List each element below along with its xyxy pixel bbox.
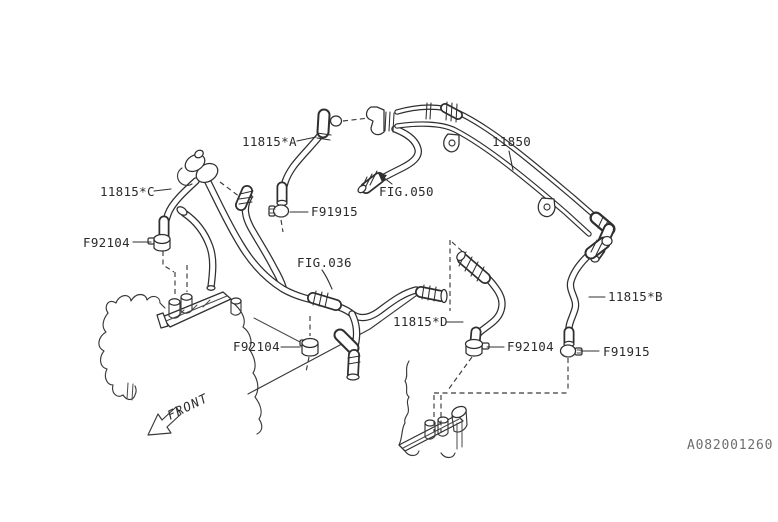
- clamps: [147, 204, 583, 358]
- callout-labels: 11815*A 11850 11815*C F92104 F91915 FIG.…: [83, 134, 773, 453]
- clamp-f91915-2: [559, 344, 583, 358]
- hose-fig050-loop: [377, 129, 418, 181]
- callout-f92104-bottom: F92104: [233, 339, 280, 354]
- hose-middle-small: [184, 213, 213, 287]
- hose-b-elbow-fitting: [584, 235, 613, 260]
- callout-fig050: FIG.050: [379, 184, 434, 199]
- engine-part-bottom-outline: [398, 360, 468, 459]
- front-arrow: FRONT: [147, 390, 211, 436]
- hose-a-elbow-fitting: [316, 108, 343, 141]
- callout-f91915-right: F91915: [603, 344, 650, 359]
- clamp-f92104-3: [464, 338, 490, 357]
- fig050-fitting: [357, 170, 385, 194]
- pipe-tab-2: [537, 197, 556, 218]
- front-label: FRONT: [165, 390, 211, 423]
- callout-11815b: 11815*B: [608, 289, 663, 304]
- leader-lines: [132, 136, 606, 352]
- callout-fig036: FIG.036: [297, 255, 352, 270]
- diagram-id: A082001260: [687, 438, 773, 453]
- callout-f91915-mid: F91915: [311, 204, 358, 219]
- fig050-arrow: [378, 173, 393, 185]
- pcv-valve: [176, 149, 219, 187]
- callout-11850: 11850: [492, 134, 531, 149]
- callout-11815c: 11815*C: [100, 184, 155, 199]
- clamp-f91915-1: [268, 204, 290, 218]
- callout-11815a: 11815*A: [242, 134, 297, 149]
- callout-f92104-left: F92104: [83, 235, 130, 250]
- callout-f92104-center: F92104: [507, 339, 554, 354]
- callout-11815d: 11815*D: [393, 314, 448, 329]
- clamp-f92104-2: [299, 337, 319, 357]
- pipe-tab-1: [443, 133, 460, 153]
- engine-rail: [161, 291, 232, 328]
- pipe-11850: [397, 107, 597, 234]
- hose-d-top-fitting: [456, 250, 491, 284]
- bracket-fitting: [365, 106, 395, 136]
- assembly-dashed-lines: [162, 117, 569, 433]
- engine-block-left-outline: [98, 291, 421, 435]
- engine-rail-ports: [168, 293, 242, 319]
- fittings: [158, 101, 616, 381]
- clamp-f92104-1: [147, 233, 171, 252]
- fig036-port-collar: [307, 290, 342, 311]
